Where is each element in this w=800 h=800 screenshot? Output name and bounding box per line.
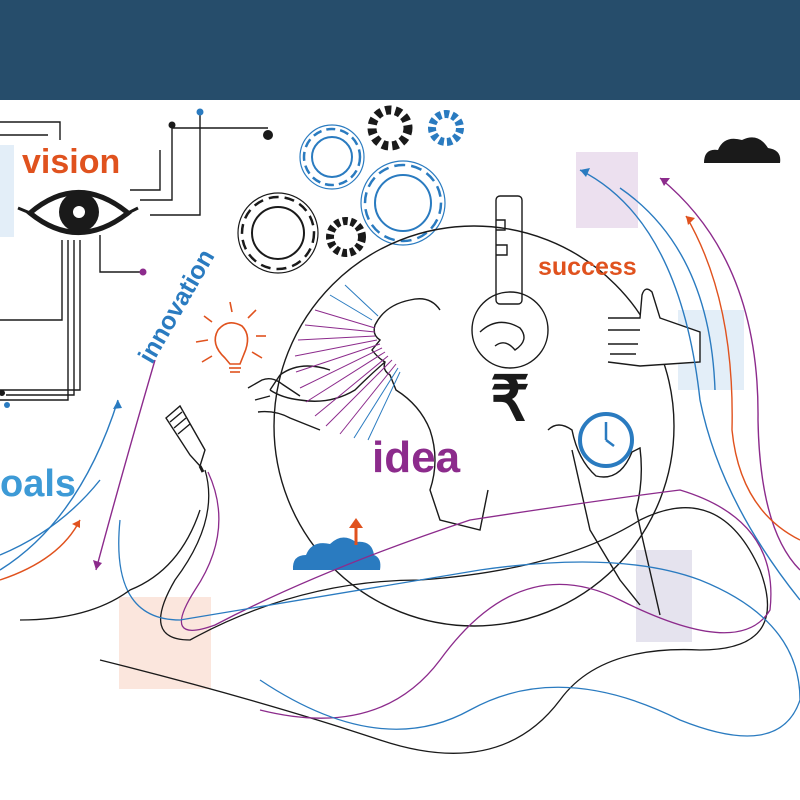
gear-icon [326,217,366,257]
cloud-icon [704,137,781,163]
label-success: success [538,253,637,281]
rising-arrows [579,169,800,601]
cloud-icon [292,537,381,570]
circuit-node [168,121,176,129]
arrowhead [686,216,695,225]
head-profile-icon [269,298,489,531]
hand-icon [247,377,321,431]
big-circle [273,225,675,627]
lavender-box [636,550,692,642]
hand-icon [547,424,661,616]
pencil-icon [165,404,206,473]
peach-box [119,597,211,689]
arrowhead [93,560,102,570]
radiating-lines [294,309,397,435]
gear-icon [237,192,319,274]
label-vision: vision [22,143,120,181]
clock-icon [578,412,634,468]
thumbs-up-icon [607,288,701,367]
header-bar [0,0,800,100]
circuit-lines [0,112,268,401]
label-idea: idea [372,433,461,482]
arrowhead [72,520,80,528]
eye-icon [17,190,139,235]
label-goals: oals [0,463,76,505]
arrowhead [113,400,122,409]
arrowhead [580,168,590,177]
circuit-node [263,130,273,140]
arrow-up-icon [349,518,363,545]
blue-box-left [0,145,14,237]
circuit-node [196,108,204,116]
radiating-lines [329,284,401,441]
rupee-icon: ₹ [490,365,529,434]
flow-lines [19,469,800,754]
gear-icon [428,110,464,146]
left-arrows [0,359,156,581]
circuit-node [0,390,5,396]
circuit-node [4,402,10,408]
lightbulb-icon [195,301,266,373]
gear-icon [360,160,446,246]
label-innovation: innovation [133,245,220,368]
key-icon [471,195,549,369]
gear-icon [299,124,365,190]
pink-box [576,152,638,228]
arrowhead [660,178,670,186]
innovation-illustration: ₹ [0,105,800,754]
gear-icon [367,105,413,151]
circuit-node [139,268,147,276]
